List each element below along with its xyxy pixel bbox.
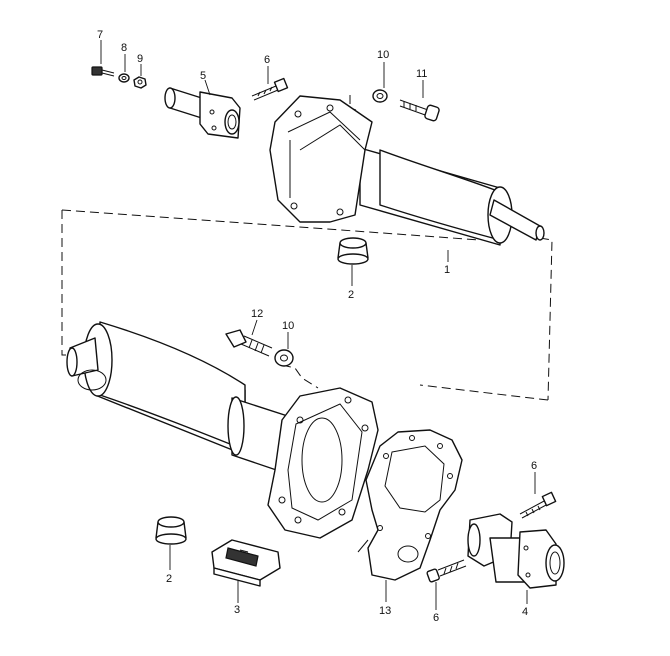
callout-1: 1 (444, 264, 450, 276)
gasket-part-13 (357, 429, 463, 602)
lower-housing-flange (267, 387, 379, 539)
bolt-part-6-lower (426, 559, 467, 610)
callout-11: 11 (416, 68, 427, 80)
nut-part-9 (133, 64, 147, 89)
washer-part-10-top (372, 62, 388, 103)
callout-10-top: 10 (377, 49, 389, 61)
callout-9: 9 (137, 53, 143, 65)
bolt-part-11 (399, 80, 440, 122)
callout-6-top: 6 (264, 54, 270, 66)
callout-2-upper: 2 (348, 289, 354, 301)
callout-6-right: 6 (531, 460, 537, 472)
callout-labels: 7 8 9 5 6 10 11 1 2 12 10 6 2 3 13 6 4 (97, 29, 537, 624)
shaft-end-part-5 (164, 79, 241, 139)
callout-5: 5 (200, 70, 206, 82)
callout-2-lower: 2 (166, 573, 172, 585)
callout-12: 12 (251, 308, 263, 320)
washer-part-10-lower (274, 332, 294, 367)
callout-4: 4 (522, 606, 528, 618)
bolt-part-6-right (519, 472, 557, 519)
cap-part-2-upper (337, 237, 369, 286)
mount-part-3 (211, 539, 281, 603)
cap-part-2-lower (155, 516, 187, 570)
bolt-part-12 (225, 319, 273, 357)
lower-tube-assembly (66, 321, 301, 479)
callout-6-lower: 6 (433, 612, 439, 624)
bolt-part-7 (91, 40, 115, 77)
washer-part-8 (118, 54, 130, 83)
callout-3: 3 (234, 604, 240, 616)
callout-10-lower: 10 (282, 320, 294, 332)
callout-8: 8 (121, 42, 127, 54)
shaft-end-part-4 (467, 513, 565, 604)
callout-13: 13 (379, 605, 391, 617)
bolt-part-6-top (251, 66, 289, 101)
callout-7: 7 (97, 29, 103, 41)
upper-housing-part-1 (269, 95, 545, 262)
